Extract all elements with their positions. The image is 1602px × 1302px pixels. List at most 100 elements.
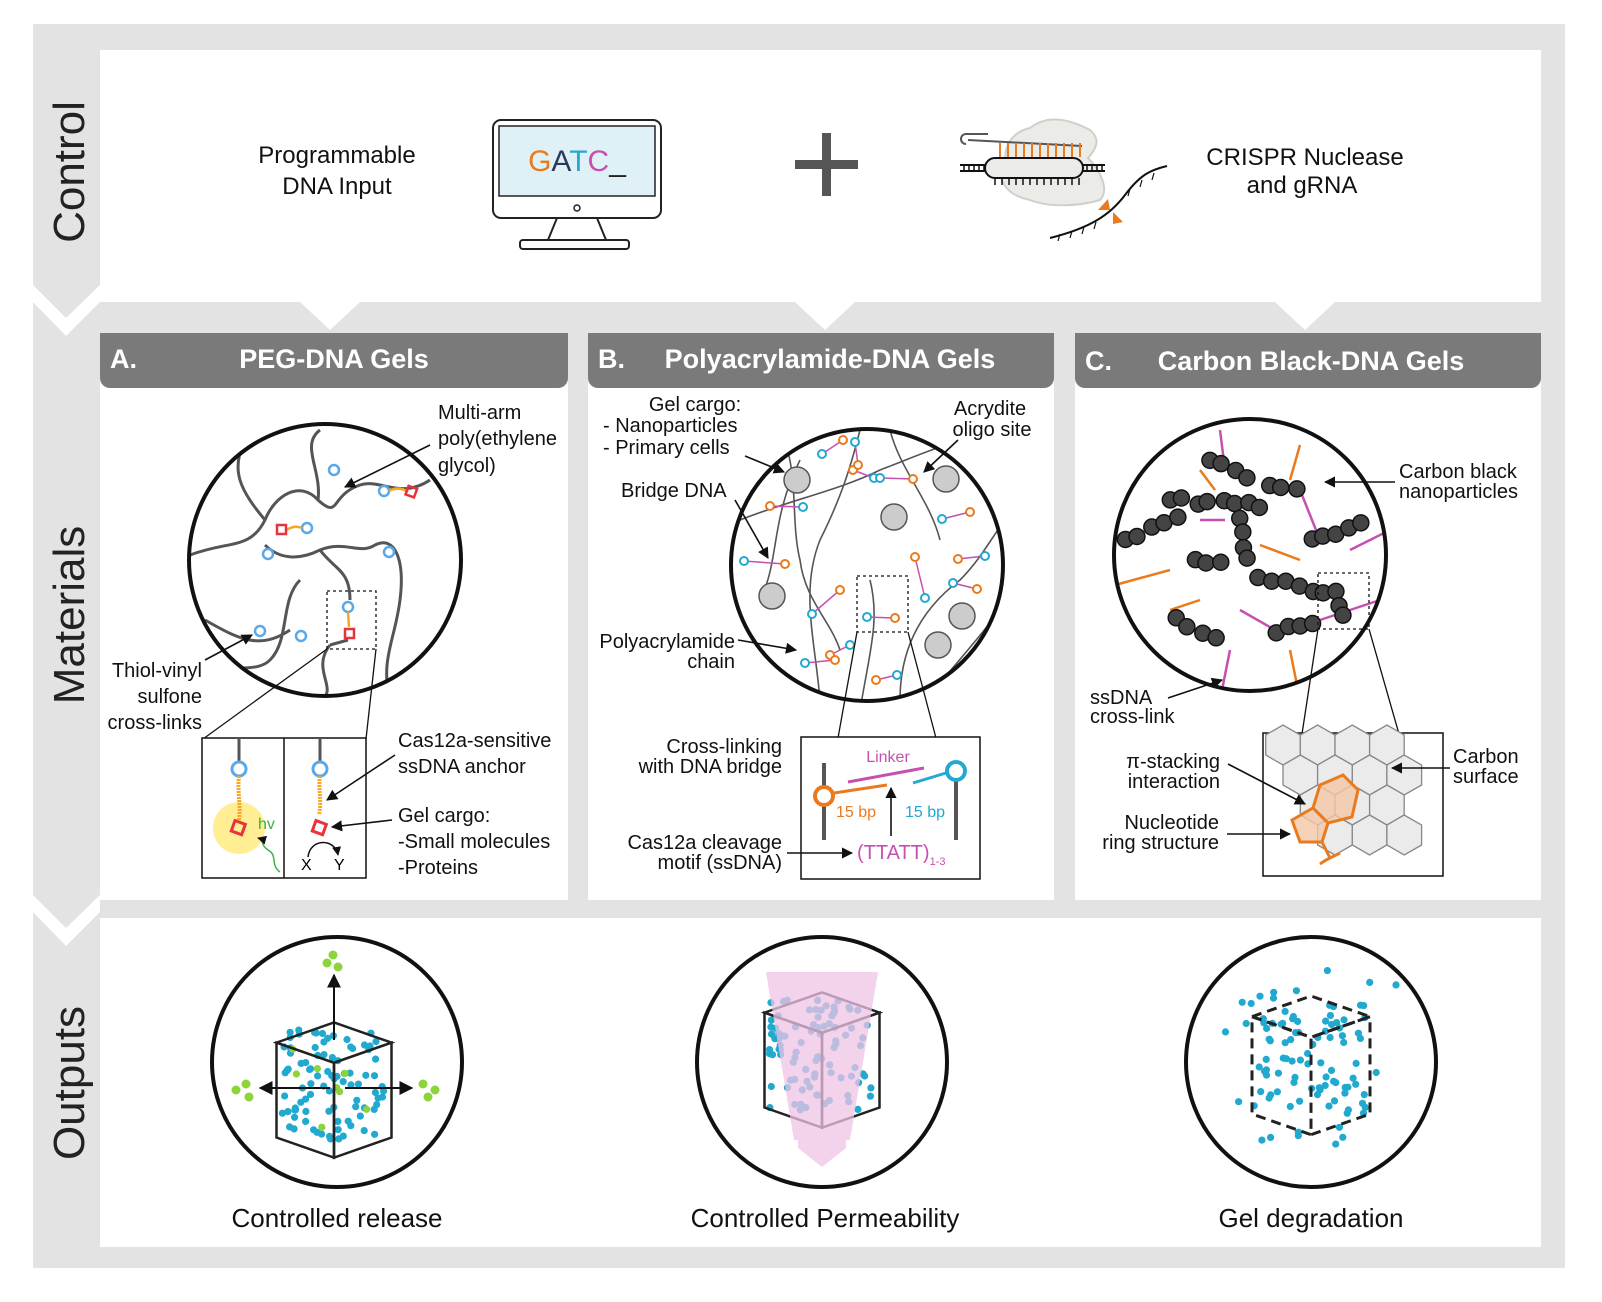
- crispr-nuclease-icon: [960, 118, 1168, 242]
- output-label: Controlled Permeability: [691, 1203, 960, 1233]
- svg-text:glycol): glycol): [438, 455, 496, 477]
- cargo-particle: [324, 1034, 332, 1042]
- acrydite-node: [835, 585, 845, 595]
- cargo-particle: [1341, 1089, 1349, 1097]
- carbon-black-particle: [1212, 454, 1230, 473]
- cargo-particle: [1333, 1019, 1341, 1027]
- carbon-surface-inset: [1262, 724, 1444, 877]
- cargo-particle: [1273, 1088, 1281, 1096]
- svg-text:ring structure: ring structure: [1102, 832, 1219, 854]
- cargo-particle: [1335, 1123, 1343, 1131]
- carbon-black-particle: [1169, 508, 1187, 526]
- cargo-particle: [1238, 998, 1246, 1006]
- acrydite-node: [965, 507, 975, 517]
- output-controlled-release: Controlled release: [210, 935, 464, 1233]
- cargo-particle: [306, 1065, 315, 1073]
- peg-inset: hv X Y: [201, 737, 367, 879]
- dna-input-label: DNA Input: [282, 173, 392, 200]
- cargo-particle: [1332, 1079, 1340, 1087]
- panel-a-header: A. PEG-DNA Gels: [100, 333, 568, 388]
- cargo-particle: [352, 1103, 360, 1111]
- cargo-particle: [1366, 978, 1374, 987]
- carbon-black-particle: [1207, 629, 1225, 647]
- cargo-particle: [1262, 1055, 1270, 1063]
- cargo-particle: [1325, 1102, 1333, 1110]
- carbon-black-network-circle: [1112, 417, 1388, 693]
- bp-right-label: 15 bp: [905, 804, 945, 821]
- bridge-dna: [914, 556, 926, 599]
- acrydite-node: [800, 658, 810, 668]
- cargo-particle: [1288, 1057, 1296, 1065]
- control-panel: [100, 50, 1541, 302]
- cargo-particle: [372, 1055, 380, 1063]
- cargo-particle: [372, 1037, 380, 1046]
- cube-right: [1309, 1014, 1372, 1137]
- svg-text:Polyacrylamide-DNA Gels: Polyacrylamide-DNA Gels: [665, 344, 996, 374]
- cargo-particle: [325, 1087, 333, 1095]
- ssdna-crosslink: [1218, 649, 1232, 691]
- cargo-particle: [1221, 1028, 1230, 1036]
- carbon-black-particle: [1238, 469, 1256, 487]
- cargo-particle: [1323, 967, 1331, 975]
- bridge-dna: [743, 560, 786, 565]
- cargo-particle: [1339, 1133, 1347, 1141]
- cargo-particle: [1313, 1091, 1322, 1099]
- cargo-particle: [1326, 1011, 1334, 1020]
- cargo-particle: [356, 1112, 364, 1120]
- cargo-particle: [378, 1093, 387, 1101]
- ssdna-crosslink: [1288, 444, 1302, 481]
- bridge-dna: [811, 589, 841, 615]
- svg-text:- Primary cells: - Primary cells: [603, 437, 730, 459]
- cube-right: [332, 1040, 393, 1160]
- svg-text:oligo site: oligo site: [953, 419, 1032, 441]
- ssdna-crosslink: [1239, 608, 1276, 632]
- svg-text:Carbon black: Carbon black: [1399, 461, 1518, 483]
- cargo-particle: [362, 1071, 370, 1079]
- carbon-black-particle: [1288, 480, 1306, 498]
- cargo-particle: [318, 1029, 327, 1038]
- cargo-particle: [291, 1113, 299, 1121]
- cargo-particle: [854, 1105, 862, 1113]
- svg-text:cross-links: cross-links: [108, 712, 202, 734]
- cargo-particle: [302, 1107, 310, 1115]
- svg-text:Carbon: Carbon: [1453, 746, 1519, 768]
- carbon-black-particle: [1334, 606, 1352, 624]
- carbon-black-particle: [1178, 618, 1196, 636]
- dna-base: [1093, 221, 1097, 230]
- cargo-particle: [1304, 1049, 1312, 1058]
- acrydite-node: [765, 501, 775, 511]
- cargo-particle: [1327, 1066, 1336, 1074]
- cargo-particle: [324, 1067, 332, 1076]
- cargo-particle: [325, 1107, 333, 1115]
- cargo-particle: [344, 1117, 352, 1125]
- cargo-particle: [1256, 992, 1264, 1000]
- cargo-particle: [767, 1082, 775, 1091]
- cargo-particle: [1259, 1015, 1267, 1023]
- svg-text:sulfone: sulfone: [138, 686, 203, 708]
- dna-bridge-drawing: Linker 15 bp 15 bp (TTATT)1-3: [813, 749, 967, 868]
- cargo-particle: [1360, 1002, 1368, 1010]
- cargo-particle: [339, 1132, 347, 1140]
- acrydite-node: [838, 435, 848, 445]
- plus-icon: [795, 133, 858, 196]
- output-controlled-permeability: Controlled Permeability: [691, 935, 960, 1233]
- carbon-black-particle: [1250, 498, 1269, 517]
- cargo-particle: [1372, 1068, 1380, 1077]
- cargo-particle: [1287, 1036, 1295, 1044]
- carbon-black-particle: [1198, 492, 1216, 511]
- svg-text:Cas12a cleavage: Cas12a cleavage: [627, 832, 782, 854]
- ssdna-crosslink: [1199, 469, 1216, 491]
- carbon-black-particle: [1128, 527, 1146, 546]
- row-label-outputs: Outputs: [45, 1006, 94, 1160]
- ssdna-crosslink: [1259, 543, 1301, 562]
- cargo-particle: [281, 1092, 289, 1100]
- cargo-particle: [318, 1130, 326, 1138]
- svg-text:poly(ethylene: poly(ethylene: [438, 428, 557, 450]
- computer-monitor-icon: GATC_: [492, 119, 662, 250]
- carbon-black-particle: [1212, 553, 1230, 571]
- cargo-particle: [1340, 1016, 1348, 1024]
- cargo-particle: [371, 1088, 379, 1097]
- cargo-particle: [370, 1105, 378, 1113]
- cargo-particle: [371, 1130, 379, 1138]
- cargo-particle: [291, 1104, 299, 1112]
